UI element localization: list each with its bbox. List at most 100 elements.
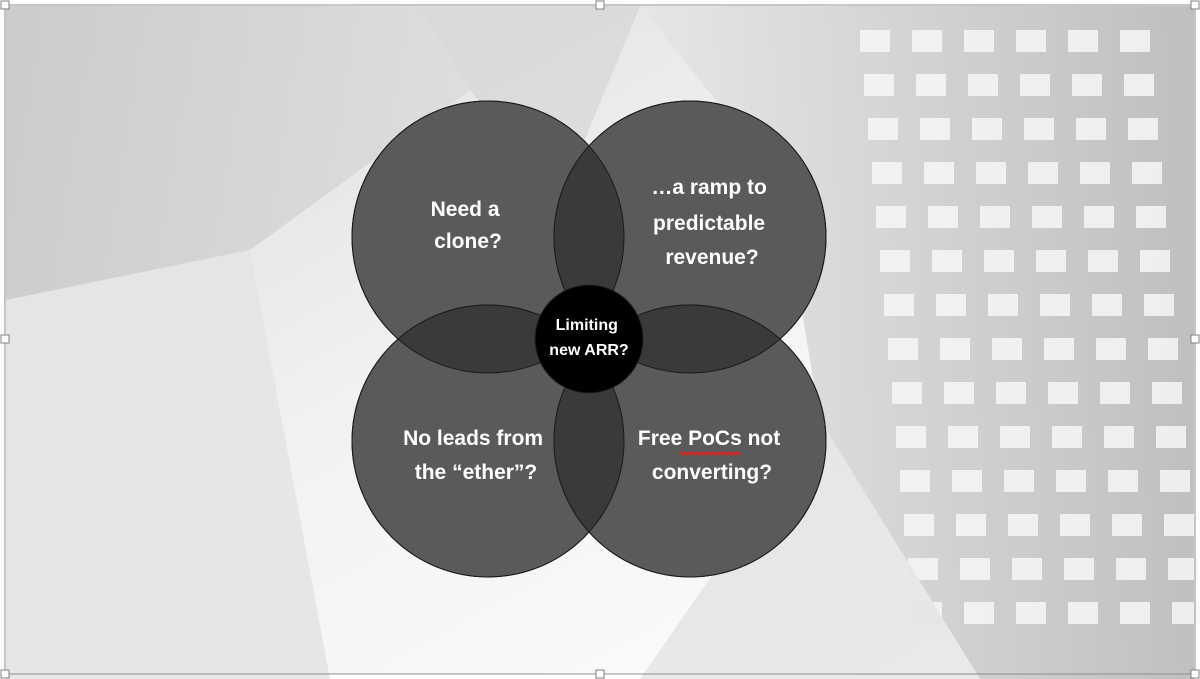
building-window bbox=[944, 382, 974, 404]
building-window bbox=[964, 30, 994, 52]
building-window bbox=[1172, 602, 1200, 624]
building-window bbox=[1128, 118, 1158, 140]
building-window bbox=[948, 426, 978, 448]
center-circle bbox=[534, 284, 644, 394]
building-window bbox=[888, 338, 918, 360]
building-window bbox=[1008, 514, 1038, 536]
building-window bbox=[896, 426, 926, 448]
building-window bbox=[916, 74, 946, 96]
building-window bbox=[1028, 162, 1058, 184]
label-top-left: Need a clone? bbox=[431, 198, 506, 253]
resize-handle-bottom-right[interactable] bbox=[1190, 669, 1200, 679]
venn-diagram: Limiting new ARR? Need a clone? …a ramp … bbox=[351, 100, 827, 578]
building-window bbox=[1088, 250, 1118, 272]
building-window bbox=[1072, 74, 1102, 96]
building-window bbox=[924, 162, 954, 184]
building-window bbox=[1120, 30, 1150, 52]
spellcheck-underline bbox=[679, 450, 741, 457]
building-window bbox=[996, 382, 1026, 404]
building-window bbox=[972, 118, 1002, 140]
building-window bbox=[1068, 602, 1098, 624]
building-window bbox=[1096, 338, 1126, 360]
building-window bbox=[928, 206, 958, 228]
building-window bbox=[1032, 206, 1062, 228]
building-window bbox=[1036, 250, 1066, 272]
building-window bbox=[1136, 206, 1166, 228]
building-window bbox=[1052, 426, 1082, 448]
building-window bbox=[1092, 294, 1122, 316]
building-window bbox=[1024, 118, 1054, 140]
building-window bbox=[1132, 162, 1162, 184]
building-window bbox=[964, 602, 994, 624]
building-window bbox=[976, 162, 1006, 184]
building-window bbox=[1044, 338, 1074, 360]
building-window bbox=[1068, 30, 1098, 52]
building-window bbox=[980, 206, 1010, 228]
building-window bbox=[1168, 558, 1198, 580]
building-window bbox=[900, 470, 930, 492]
building-window bbox=[1080, 162, 1110, 184]
resize-handle-bottom-left[interactable] bbox=[0, 669, 10, 679]
resize-handle-left[interactable] bbox=[0, 334, 10, 344]
building-window bbox=[1152, 382, 1182, 404]
building-window bbox=[1112, 514, 1142, 536]
building-window bbox=[1144, 294, 1174, 316]
building-window bbox=[1048, 382, 1078, 404]
building-window bbox=[1016, 30, 1046, 52]
building-window bbox=[1124, 74, 1154, 96]
building-window bbox=[904, 514, 934, 536]
building-window bbox=[1148, 338, 1178, 360]
label-top-right: …a ramp to predictable revenue? bbox=[651, 176, 772, 269]
building-window bbox=[932, 250, 962, 272]
building-window bbox=[952, 470, 982, 492]
building-window bbox=[880, 250, 910, 272]
building-window bbox=[1040, 294, 1070, 316]
building-window bbox=[860, 30, 890, 52]
resize-handle-top[interactable] bbox=[595, 0, 605, 10]
building-window bbox=[1156, 426, 1186, 448]
building-window bbox=[1016, 602, 1046, 624]
building-window bbox=[1120, 602, 1150, 624]
building-window bbox=[1160, 470, 1190, 492]
resize-handle-bottom[interactable] bbox=[595, 669, 605, 679]
building-window bbox=[1000, 426, 1030, 448]
building-window bbox=[876, 206, 906, 228]
building-window bbox=[936, 294, 966, 316]
building-window bbox=[992, 338, 1022, 360]
building-window bbox=[1012, 558, 1042, 580]
building-window bbox=[1108, 470, 1138, 492]
building-window bbox=[1084, 206, 1114, 228]
resize-handle-top-right[interactable] bbox=[1190, 0, 1200, 10]
background-photo bbox=[6, 6, 1200, 679]
building-window bbox=[956, 514, 986, 536]
label-bottom-right: Free PoCs not converting? bbox=[638, 427, 786, 484]
building-window bbox=[984, 250, 1014, 272]
building-window bbox=[968, 74, 998, 96]
building-window bbox=[908, 558, 938, 580]
building-window bbox=[868, 118, 898, 140]
building-window bbox=[940, 338, 970, 360]
building-window bbox=[1104, 426, 1134, 448]
building-window bbox=[1076, 118, 1106, 140]
building-window bbox=[1020, 74, 1050, 96]
building-window bbox=[1100, 382, 1130, 404]
building-window bbox=[892, 382, 922, 404]
building-window bbox=[1116, 558, 1146, 580]
center-label: Limiting new ARR? bbox=[549, 317, 628, 359]
building-window bbox=[1064, 558, 1094, 580]
building-window bbox=[920, 118, 950, 140]
building-window bbox=[1004, 470, 1034, 492]
building-window bbox=[864, 74, 894, 96]
building-window bbox=[1060, 514, 1090, 536]
building-window bbox=[1164, 514, 1194, 536]
building-window bbox=[1140, 250, 1170, 272]
building-window bbox=[884, 294, 914, 316]
label-bottom-left: No leads from the “ether”? bbox=[403, 427, 549, 484]
resize-handle-top-left[interactable] bbox=[0, 0, 10, 10]
building-window bbox=[872, 162, 902, 184]
resize-handle-right[interactable] bbox=[1190, 334, 1200, 344]
building-window bbox=[960, 558, 990, 580]
